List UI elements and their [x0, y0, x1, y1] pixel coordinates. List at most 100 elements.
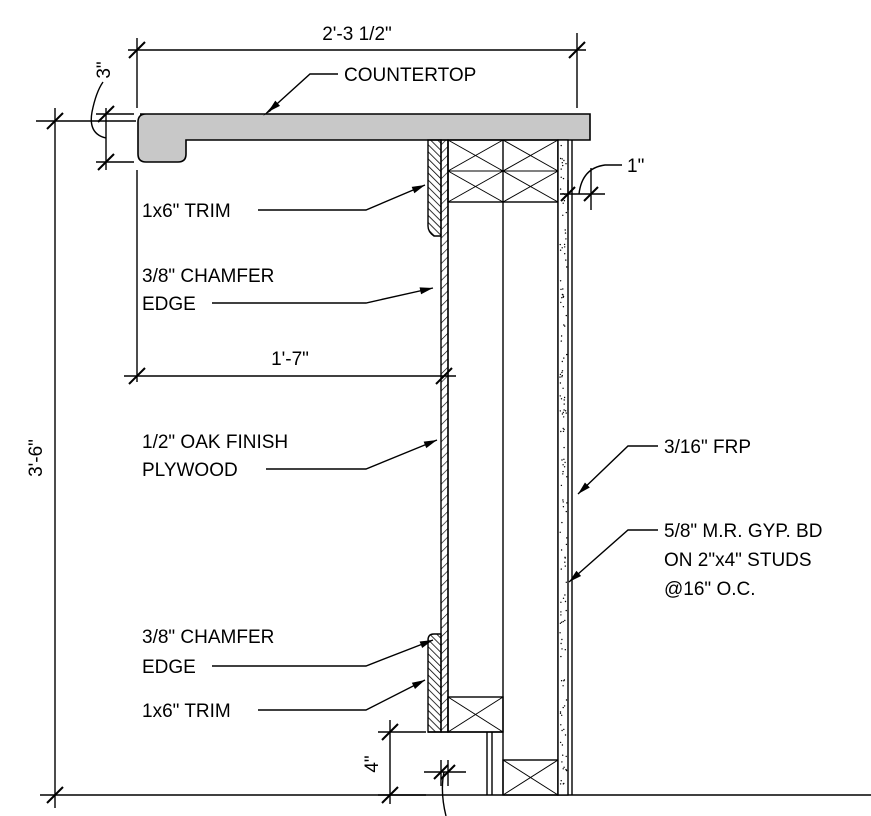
arrowhead [419, 640, 433, 648]
speckle-dot [561, 413, 564, 415]
speckle-dot [561, 744, 564, 746]
speckle-dot [566, 476, 568, 478]
speckle-dot [562, 754, 564, 756]
label-bottom-trim: 1x6" TRIM [142, 701, 231, 722]
speckle-dot [561, 714, 563, 716]
speckle-dot [559, 382, 562, 384]
speckle-dot [563, 458, 565, 460]
dim-toe-height: 4" [362, 720, 426, 804]
speckle-dot [566, 502, 568, 504]
speckle-dot [562, 685, 564, 687]
speckle-dot [560, 176, 562, 178]
callout-top-chamfer: 3/8" CHAMFER EDGE [142, 266, 434, 315]
speckle-dot [560, 340, 562, 342]
speckle-dot [564, 461, 566, 464]
speckle-dot [559, 280, 562, 282]
speckle-dot [561, 638, 563, 641]
speckle-dot [565, 211, 567, 214]
speckle-dot [560, 144, 562, 147]
speckle-dot [562, 620, 564, 623]
speckle-dot [562, 470, 564, 473]
speckle-dot [561, 521, 563, 524]
speckle-dot [563, 728, 565, 731]
speckle-dot [560, 335, 563, 337]
speckle-dot [560, 430, 562, 433]
speckle-dot [561, 761, 563, 763]
speckle-dot [560, 780, 562, 782]
speckle-dot [565, 543, 568, 546]
speckle-dot [559, 622, 562, 624]
oak-plywood-panel [440, 139, 449, 733]
speckle-dot [561, 459, 563, 461]
callout-plywood: 1/2" OAK FINISH PLYWOOD [142, 432, 438, 481]
speckle-dot [559, 712, 562, 714]
speckle-dot [565, 314, 567, 317]
speckle-dot [559, 376, 561, 378]
speckle-dot [559, 188, 562, 190]
speckle-dot [563, 466, 566, 468]
speckle-dot [563, 357, 565, 359]
speckle-dot [564, 649, 566, 651]
speckle-dot [559, 741, 562, 744]
speckle-dot [562, 177, 565, 180]
speckle-dot [560, 724, 562, 726]
speckle-dot [560, 642, 562, 645]
speckle-dot [565, 163, 567, 165]
speckle-dot [562, 296, 564, 298]
speckle-dot [564, 229, 566, 231]
speckle-dot [560, 168, 562, 170]
speckle-dot [565, 510, 567, 513]
speckle-dot [563, 324, 565, 326]
label-countertop: COUNTERTOP [344, 65, 476, 86]
speckle-dot [560, 484, 563, 487]
speckle-dot [559, 783, 562, 785]
speckle-dot [562, 473, 564, 475]
speckle-dot [559, 395, 561, 397]
speckle-dot [564, 253, 566, 255]
callout-frp: 3/16" FRP [577, 437, 751, 495]
speckle-dot [566, 353, 568, 356]
speckle-dot [561, 371, 563, 374]
speckle-dot [563, 243, 566, 246]
speckle-dot [559, 711, 562, 713]
speckle-dot [564, 734, 567, 736]
speckle-dot [561, 729, 563, 732]
label-frp: 3/16" FRP [664, 437, 751, 458]
arrowhead [419, 287, 433, 295]
speckle-dot [563, 446, 565, 449]
speckle-dot [562, 783, 564, 785]
bottom-trim [427, 633, 442, 733]
speckle-dot [562, 202, 564, 204]
speckle-dot [562, 464, 564, 466]
speckle-dot [565, 699, 568, 701]
speckle-dot [565, 755, 567, 758]
label-bottom-chamfer-1: 3/8" CHAMFER [142, 627, 274, 648]
plate-x [447, 696, 504, 733]
speckle-dot [561, 374, 563, 377]
speckle-dot [559, 157, 562, 160]
label-gyp-2: ON 2"x4" STUDS [664, 550, 812, 571]
speckle-dot [563, 409, 565, 411]
speckle-dot [559, 632, 561, 634]
label-top-chamfer-1: 3/8" CHAMFER [142, 266, 274, 287]
dim-overall-height: 3'-6" [26, 108, 136, 808]
speckle-dot [561, 376, 563, 378]
blocking-x [447, 170, 504, 203]
speckle-dot [565, 768, 567, 771]
speckle-dot [560, 549, 563, 551]
dim-panel-depth: 1'-7" [124, 170, 456, 385]
callout-gyp-board: 5/8" M.R. GYP. BD ON 2"x4" STUDS @16" O.… [568, 521, 822, 600]
dim-frp-offset: 1" [560, 156, 644, 210]
speckle-dot [561, 162, 563, 164]
dim-plywood-ticks [424, 760, 466, 816]
speckle-dot [560, 680, 563, 682]
speckle-dot [564, 325, 566, 327]
label-bottom-chamfer-2: EDGE [142, 657, 196, 678]
callout-countertop: COUNTERTOP [263, 65, 476, 116]
speckle-dot [561, 158, 563, 160]
callout-top-trim: 1x6" TRIM [142, 184, 426, 222]
speckle-dot [563, 766, 565, 768]
speckle-dot [562, 597, 565, 599]
speckle-dot [559, 249, 562, 251]
